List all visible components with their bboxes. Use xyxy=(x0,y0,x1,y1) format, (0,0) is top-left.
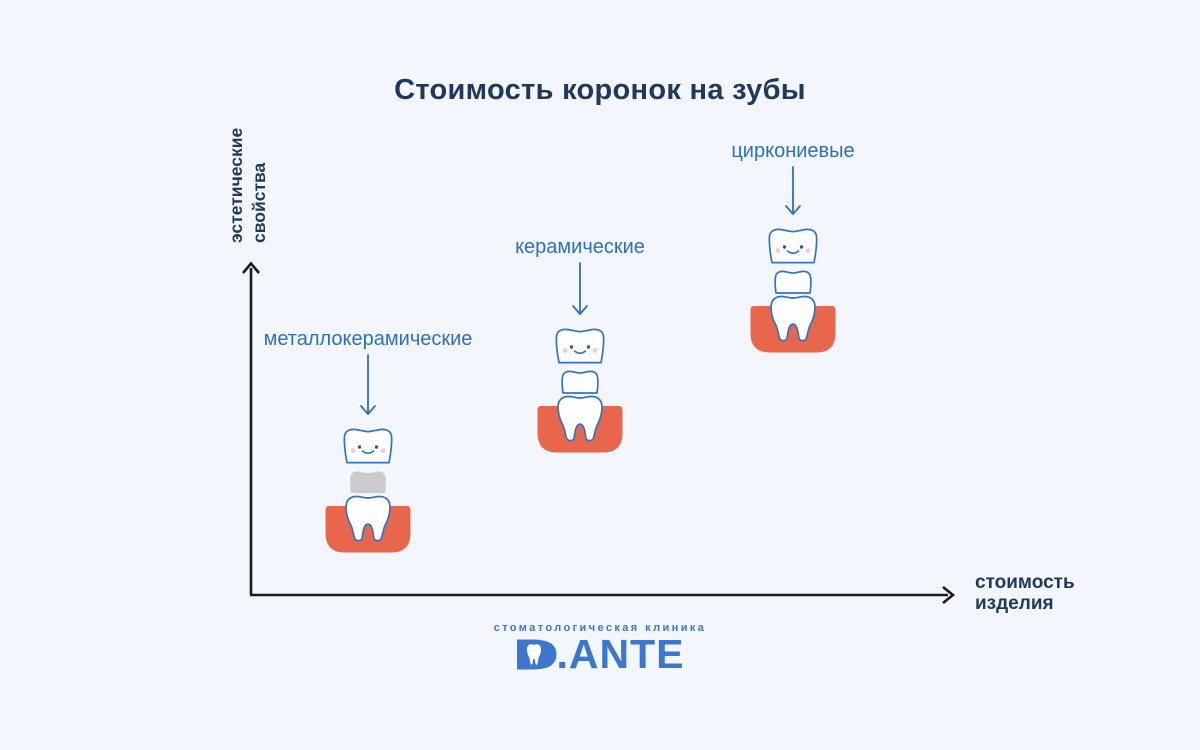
y-axis-label-line2: свойства xyxy=(249,162,269,243)
crown-item-label: керамические xyxy=(515,236,645,258)
smile xyxy=(573,350,587,355)
crown-item-label: металлокерамические xyxy=(263,328,473,350)
crown-item-ceramic: керамические xyxy=(470,234,690,453)
left-cheek xyxy=(562,348,568,353)
right-eye xyxy=(799,245,804,249)
down-arrow-icon xyxy=(572,262,588,315)
crown-tooth-icon xyxy=(343,428,393,464)
y-axis-label-line1: эстетические xyxy=(226,127,246,243)
smile xyxy=(361,450,375,455)
left-cheek xyxy=(350,448,356,453)
down-arrow-icon xyxy=(785,166,801,215)
x-axis-label-line2: изделия xyxy=(975,593,1054,614)
y-axis-arrowhead-icon xyxy=(242,261,260,274)
right-cheek xyxy=(380,448,386,453)
left-eye xyxy=(569,345,574,349)
down-arrow-icon xyxy=(360,354,376,415)
x-axis-label: стоимость изделия xyxy=(975,572,1075,614)
tooth-cutout xyxy=(526,644,541,665)
crown-tooth-icon xyxy=(555,328,605,364)
crown-tooth-icon xyxy=(768,228,818,264)
logo-d-tooth-icon xyxy=(516,639,556,670)
molar-tooth xyxy=(345,495,391,542)
tooth-in-gum-icon xyxy=(750,295,836,353)
cap-shape xyxy=(774,270,812,294)
cap-shape xyxy=(561,370,599,394)
crown-item-zirconia: циркониевые xyxy=(683,138,903,353)
left-cheek xyxy=(775,248,781,253)
cap-shape xyxy=(350,471,386,493)
left-eye xyxy=(357,445,362,449)
ceramic-cap-icon xyxy=(561,370,599,394)
tooth-in-gum-icon xyxy=(325,495,411,553)
left-eye xyxy=(782,245,787,249)
molar-tooth xyxy=(557,395,603,442)
clinic-logo: стоматологическая клиника .ANTE xyxy=(0,622,1200,677)
x-axis-arrowhead-icon xyxy=(942,585,956,605)
right-cheek xyxy=(805,248,811,253)
tooth-in-gum-icon xyxy=(537,395,623,453)
metal-cap-icon xyxy=(350,471,386,493)
crown-outline xyxy=(343,428,393,464)
x-axis-label-line1: стоимость xyxy=(975,572,1075,593)
logo-wordmark-text: .ANTE xyxy=(556,631,685,677)
page-title: Стоимость коронок на зубы xyxy=(394,74,806,106)
y-axis-label: эстетические свойства xyxy=(225,93,271,243)
crown-item-label: циркониевые xyxy=(731,140,855,162)
molar-tooth xyxy=(770,295,816,342)
logo-tagline: стоматологическая клиника xyxy=(493,622,707,634)
smile xyxy=(786,250,800,255)
crown-item-metal-ceramic: металлокерамические xyxy=(258,326,478,553)
right-cheek xyxy=(592,348,598,353)
crown-outline xyxy=(768,228,818,264)
right-eye xyxy=(586,345,591,349)
crown-outline xyxy=(555,328,605,364)
logo-wordmark: .ANTE xyxy=(516,631,685,677)
right-eye xyxy=(374,445,379,449)
ceramic-cap-icon xyxy=(774,270,812,294)
